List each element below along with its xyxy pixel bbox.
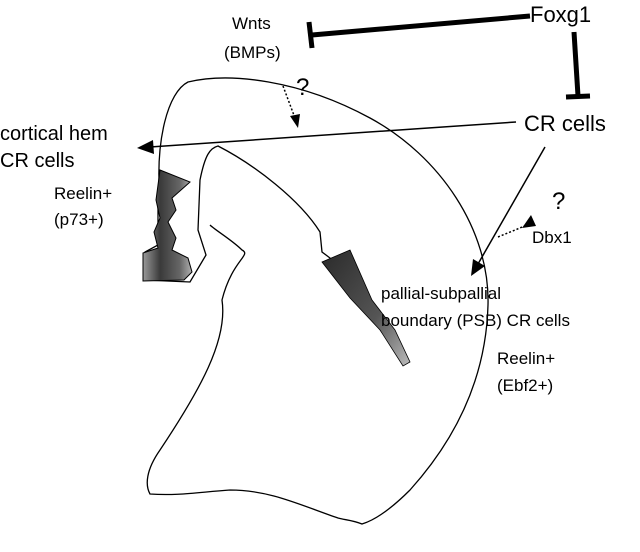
psb-label-line1: pallial-subpallial [381,284,502,303]
cortical-hem-label-line1: cortical hem [0,123,108,145]
foxg1-wnts-inhibit-line [311,13,531,38]
ventricle-outline [144,145,337,283]
ebf2-label: (Ebf2+) [497,376,554,395]
psb-label-line2: boundary (PSB) CR cells [381,311,570,330]
cr-to-hem-arrowhead [137,140,154,154]
foxg1-cr-inhibit-line [571,31,581,97]
cr-to-psb-arrowhead [471,259,485,276]
wnts-dotted-arrowhead [290,114,300,128]
p73-label: (p73+) [54,210,104,229]
cr-cells-label: CR cells [524,111,606,136]
foxg1-wnts-inhibit-bar [306,21,315,49]
foxg1-label: Foxg1 [530,2,592,27]
psb-region [321,249,411,367]
dbx1-question-mark: ? [552,188,566,215]
dbx1-dotted-arrowhead [522,215,536,228]
cortical-hem-label-line2: CR cells [0,150,75,172]
brain-outline [146,77,489,525]
reelin-hem-label: Reelin+ [54,184,113,203]
foxg1-cr-inhibit-bar [565,93,591,100]
dbx1-label: Dbx1 [532,228,572,247]
cr-to-hem-arrow [149,121,517,148]
cortical-hem-region [142,169,193,282]
reelin-psb-label: Reelin+ [497,349,556,368]
bmps-label: (BMPs) [224,43,281,62]
wnts-dotted-arrow [282,85,296,119]
wnts-question-mark: ? [296,74,310,101]
cr-to-psb-arrow [477,146,546,265]
wnts-label: Wnts [232,14,271,33]
